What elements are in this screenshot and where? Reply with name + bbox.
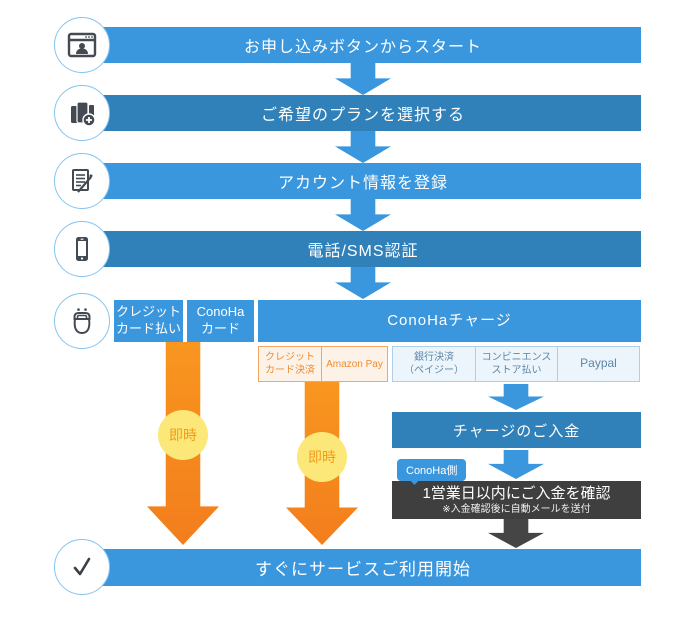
select-plan-icon <box>54 85 110 141</box>
check-icon <box>54 539 110 595</box>
method-label-line1: コンビニエンス <box>481 352 552 363</box>
arrow-down-icon <box>488 450 544 479</box>
conoha-side-label: ConoHa側 <box>406 465 458 477</box>
step-label: アカウント情報を登録 <box>277 175 448 192</box>
arrow-down-icon <box>488 519 544 548</box>
conoha-side-tag: ConoHa側 <box>397 459 467 481</box>
final-bar: すぐにサービスご利用開始 <box>85 549 641 586</box>
confirm-line1: 1営業日以内にご入金を確認 <box>422 484 611 502</box>
instant-label: 即時 <box>308 449 336 465</box>
arrow-down-icon <box>335 63 391 95</box>
paybox-credit-card: クレジット カード払い <box>114 300 183 342</box>
step-label: ご希望のプランを選択する <box>260 107 465 124</box>
confirm-note: ※入金確認後に自動メールを送付 <box>442 503 591 515</box>
paybox-label-line2: カード <box>200 321 240 336</box>
paybox-conoha-charge: ConoHaチャージ <box>258 300 641 342</box>
arrow-down-icon <box>335 131 391 163</box>
coin-purse-icon <box>73 308 91 335</box>
browser-account-icon <box>54 17 110 73</box>
deposit-label: チャージのご入金 <box>452 422 581 440</box>
method-paypal: Paypal <box>557 346 640 382</box>
deposit-bar: チャージのご入金 <box>392 412 641 448</box>
final-label: すぐにサービスご利用開始 <box>255 560 471 579</box>
phone-sms-icon <box>54 221 110 277</box>
paybox-label-line2: カード払い <box>115 321 181 336</box>
step-bar-account: アカウント情報を登録 <box>85 163 641 199</box>
coin-purse-icon <box>54 293 110 349</box>
check-icon <box>73 557 91 576</box>
method-label: Paypal <box>580 356 617 371</box>
step-bar-sms: 電話/SMS認証 <box>85 231 641 267</box>
confirm-bar: 1営業日以内にご入金を確認 ※入金確認後に自動メールを送付 <box>392 481 641 519</box>
method-label-line2: （ペイジー） <box>404 365 464 376</box>
method-label: Amazon Pay <box>326 358 383 370</box>
instant-badge: 即時 <box>158 410 208 460</box>
paybox-label-line1: クレジット <box>115 304 181 320</box>
arrow-down-icon <box>488 384 544 410</box>
step-label: 電話/SMS認証 <box>307 243 419 260</box>
phone-sms-icon <box>76 237 88 261</box>
method-amazon-pay: Amazon Pay <box>321 346 388 382</box>
instant-badge: 即時 <box>297 432 347 482</box>
paybox-conoha-card: ConoHa カード <box>187 300 254 342</box>
method-label-line2: カード決済 <box>265 365 315 376</box>
paybox-label-line1: ConoHa <box>196 304 245 320</box>
register-form-icon <box>54 153 110 209</box>
method-convenience-store: コンビニエンス ストア払い <box>475 346 558 382</box>
method-credit-card: クレジット カード決済 <box>258 346 322 382</box>
register-form-icon <box>72 169 93 193</box>
arrow-down-icon <box>335 199 391 231</box>
step-bar-start: お申し込みボタンからスタート <box>85 27 641 63</box>
method-label-line2: ストア払い <box>491 365 542 376</box>
step-label: お申し込みボタンからスタート <box>243 39 482 56</box>
method-bank-payeasy: 銀行決済 （ペイジー） <box>392 346 476 382</box>
arrow-down-icon <box>335 267 391 299</box>
method-label-line1: 銀行決済 <box>414 352 454 363</box>
instant-label: 即時 <box>169 427 197 443</box>
paybox-label: ConoHaチャージ <box>387 312 512 330</box>
step-bar-plan: ご希望のプランを選択する <box>85 95 641 131</box>
method-label-line1: クレジット <box>265 352 315 363</box>
browser-account-icon <box>67 32 97 58</box>
select-plan-icon <box>71 101 96 127</box>
